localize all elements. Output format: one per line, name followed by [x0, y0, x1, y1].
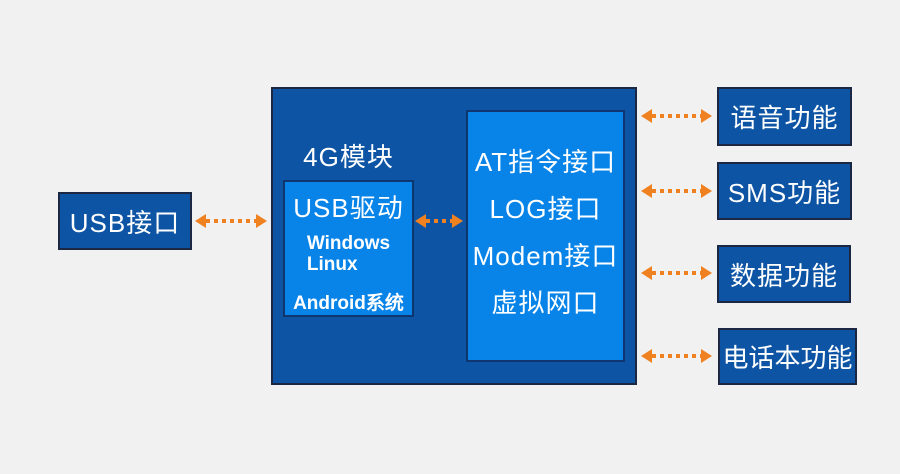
usb-driver-box: USB驱动 Windows Linux Android系统 [283, 180, 414, 317]
arrow-module-to-voice [641, 109, 712, 123]
arrowhead-right-icon [452, 214, 463, 228]
sms-function-label: SMS功能 [727, 177, 842, 208]
usb-driver-title: USB驱动 [293, 193, 404, 223]
phonebook-function-label: 电话本功能 [722, 343, 853, 373]
sms-function-box: SMS功能 [717, 162, 852, 220]
data-function-label: 数据功能 [729, 260, 838, 291]
usb-interface-label: USB接口 [69, 207, 181, 238]
module-title: 4G模块 [303, 142, 394, 172]
dotted-line [652, 271, 701, 275]
arrowhead-left-icon [641, 266, 652, 280]
os-list: Windows Linux [307, 233, 390, 275]
voice-function-box: 语音功能 [717, 87, 852, 146]
interface-modem-label: Modem接口 [472, 241, 619, 271]
os-android-label: Android系统 [293, 293, 404, 314]
os-windows-label: Windows [306, 233, 391, 254]
arrowhead-right-icon [701, 266, 712, 280]
interface-log-label: LOG接口 [489, 194, 602, 224]
arrowhead-left-icon [641, 349, 652, 363]
arrowhead-right-icon [701, 349, 712, 363]
arrowhead-left-icon [641, 109, 652, 123]
phonebook-function-box: 电话本功能 [718, 328, 857, 385]
arrow-module-to-phonebook [641, 349, 712, 363]
voice-function-label: 语音功能 [730, 103, 839, 133]
interface-at-label: AT指令接口 [474, 147, 617, 177]
data-function-box: 数据功能 [717, 245, 851, 303]
dotted-line [652, 189, 701, 193]
arrowhead-right-icon [701, 184, 712, 198]
usb-interface-box: USB接口 [58, 192, 192, 250]
interface-box: AT指令接口 LOG接口 Modem接口 虚拟网口 [466, 110, 625, 362]
arrowhead-right-icon [256, 214, 267, 228]
dotted-line [426, 219, 452, 223]
dotted-line [652, 114, 701, 118]
arrowhead-left-icon [641, 184, 652, 198]
arrowhead-left-icon [415, 214, 426, 228]
arrowhead-right-icon [701, 109, 712, 123]
arrow-module-to-data [641, 266, 712, 280]
arrow-driver-to-interfaces [415, 214, 463, 228]
arrow-usb-to-module [195, 214, 267, 228]
arrow-module-to-sms [641, 184, 712, 198]
interface-virtual-net-label: 虚拟网口 [491, 288, 600, 318]
os-linux-label: Linux [306, 254, 358, 275]
arrowhead-left-icon [195, 214, 206, 228]
dotted-line [206, 219, 256, 223]
dotted-line [652, 354, 701, 358]
